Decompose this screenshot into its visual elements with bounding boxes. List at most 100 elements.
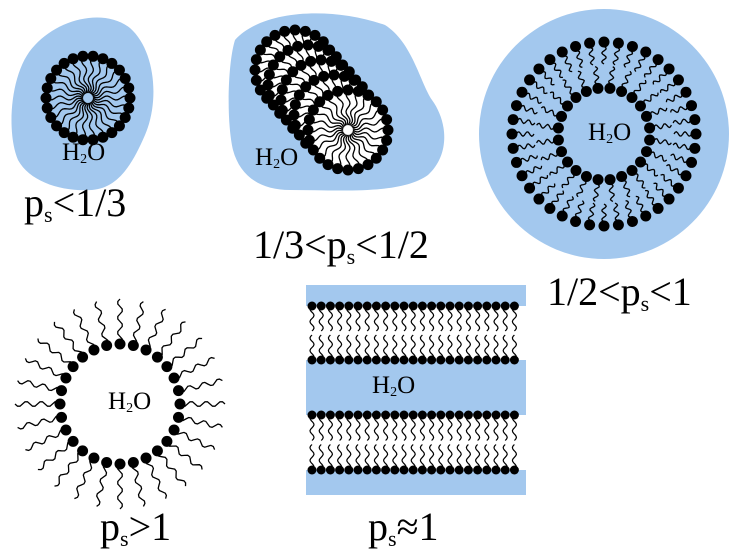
lipid-head [399,410,409,420]
lipid-head [436,465,446,475]
lipid-head [685,100,697,112]
lipid-head [570,215,582,227]
lipid-head [417,301,427,311]
lipid-head [303,134,315,146]
lipid-tail [86,102,96,140]
lipid-head [97,53,109,65]
lipid-tail [309,305,315,332]
lipid-head [325,301,335,311]
lipid-head [101,456,113,468]
lipid-tail [318,334,324,361]
lipid-head [370,96,382,108]
lipid-head [362,89,374,101]
lipid-head [77,50,89,62]
lipid-head [335,410,345,420]
lipid-tail [92,98,130,109]
lipid-head [604,174,616,186]
lipid-tail [502,444,508,471]
lipid-head [325,55,337,67]
lipid-head [507,114,519,126]
lipid-head [67,361,79,373]
lipid-tail [373,414,380,441]
lipid-head [556,46,568,58]
lipid-tail [419,305,426,332]
planar-bilayer [306,301,526,475]
lipid-head [41,82,53,94]
lipid-head [500,355,510,365]
lipid-tail [54,450,83,487]
lipid-tail [350,133,377,159]
lipid-head [261,36,273,48]
lipid-tail [173,356,215,380]
lipid-tail [438,334,444,361]
lipid-head [307,301,317,311]
lipid-head [672,182,684,194]
label-vesicle: 1/2<ps<1 [547,269,692,316]
lipid-head [592,82,604,94]
lipid-tail [336,334,343,361]
lipid-head [500,410,510,420]
lipid-tail [327,334,334,361]
lipid-head [362,355,372,365]
lipid-head [371,410,381,420]
lipid-tail [346,444,352,471]
lipid-head [408,355,418,365]
lipid-tail [96,461,108,507]
lipid-tail [166,441,203,470]
lipid-tail [63,63,86,94]
lipid-tail [25,428,67,452]
lipid-head [293,129,305,141]
lipid-head [473,301,483,311]
lipid-head [299,25,311,37]
lipid-head [316,465,326,475]
lipid-head [689,142,701,154]
lipid-head [445,301,455,311]
lipid-head [60,372,72,384]
lipid-head [482,301,492,311]
lipid-head [445,410,455,420]
lipid-head [580,171,592,183]
lipid-tail [364,334,370,361]
lipid-head [417,465,427,475]
lipid-tail [117,463,123,510]
lipid-tail [373,305,380,332]
lipid-head [316,355,326,365]
lipid-head [473,410,483,420]
lipid-head [322,89,334,101]
lipid-head [315,54,327,66]
lipid-head [382,124,394,136]
lipid-head [640,110,652,122]
bilayer-upper [306,301,526,365]
lipid-tail [327,95,347,126]
lipid-head [274,51,286,63]
lipid-head [371,355,381,365]
lipid-head [672,74,684,86]
lipid-head [77,351,89,363]
lipid-tail [173,429,216,450]
lipid-head [562,156,574,168]
lipid-tail [392,334,398,361]
lipid-tail [392,414,398,441]
lipid-tail [345,89,351,126]
lipid-head [276,104,288,116]
lipid-head [626,215,638,227]
lipid-head [511,100,523,112]
lipid-head [289,119,301,131]
lipid-tail [493,444,499,471]
lipid-head [300,81,312,93]
lipid-head [123,102,135,114]
lipid-head [307,465,317,475]
lipid-tail [63,101,86,134]
disc-core [308,90,388,170]
vesicle-bilayer [506,36,702,232]
lipid-tail [493,414,499,441]
lipid-tail [364,305,370,332]
lipid-head [353,410,363,420]
lipid-head [509,410,519,420]
lipid-head [626,91,638,103]
lipid-head [352,85,364,97]
lipid-tail [17,380,63,392]
lipid-tail [465,444,472,471]
lipid-head [307,355,317,365]
lipid-head [45,72,57,84]
